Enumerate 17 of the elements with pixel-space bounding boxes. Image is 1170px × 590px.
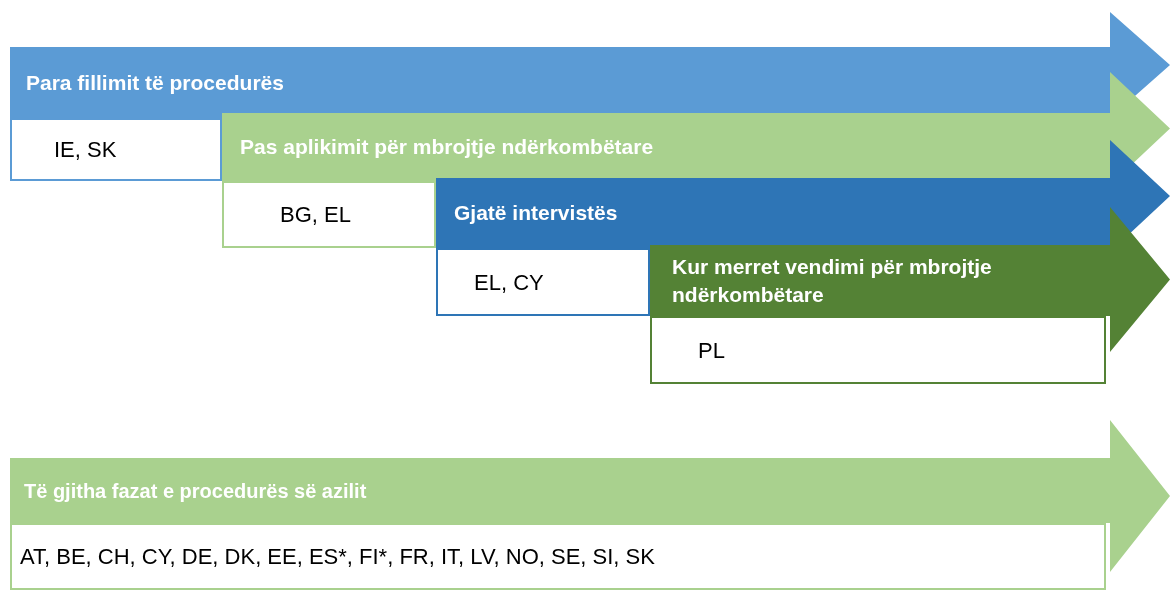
country-box xyxy=(650,316,1106,384)
band-heading: Para fillimit të procedurës xyxy=(26,69,284,96)
band-heading: Kur merret vendimi për mbrojtje ndërkombëtare xyxy=(672,254,993,308)
country-box xyxy=(10,118,222,181)
country-codes: IE, SK xyxy=(54,136,117,164)
country-box xyxy=(10,523,1106,590)
country-codes: EL, CY xyxy=(474,268,544,297)
country-codes: AT, BE, CH, CY, DE, DK, EE, ES*, FI*, FR, IT, LV, NO, SE, SI, SK xyxy=(20,543,655,571)
band-heading: Të gjitha fazat e procedurës së azilit xyxy=(24,478,367,504)
country-box xyxy=(222,181,436,248)
band-heading: Gjatë intervistës xyxy=(454,200,618,227)
band-heading: Pas aplikimit për mbrojtje ndërkombëtare xyxy=(240,134,654,161)
arrow-band xyxy=(10,420,1170,572)
country-codes: PL xyxy=(698,336,725,365)
arrow-band xyxy=(10,12,1170,118)
country-box xyxy=(436,248,650,316)
country-codes: BG, EL xyxy=(280,201,351,229)
